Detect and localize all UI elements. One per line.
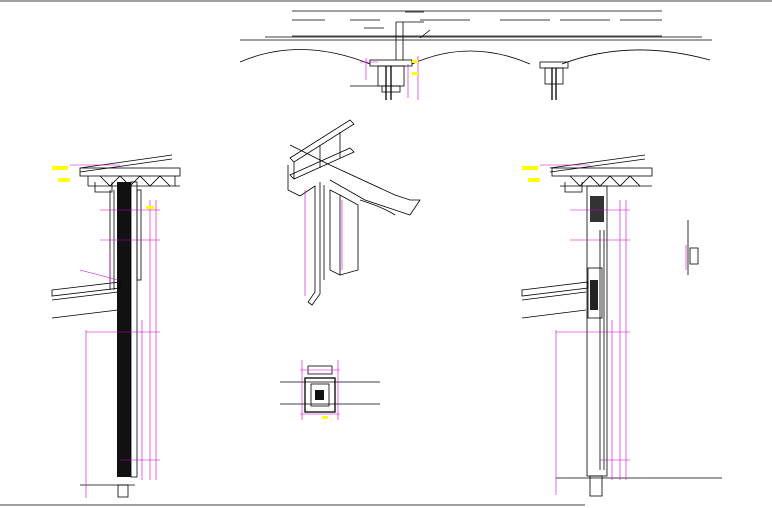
elevation-top-view — [239, 10, 712, 100]
isometric-center-view — [287, 119, 421, 306]
section-right-view — [521, 154, 722, 497]
section-left-view — [51, 154, 181, 498]
detail-bottom-view — [280, 360, 380, 420]
